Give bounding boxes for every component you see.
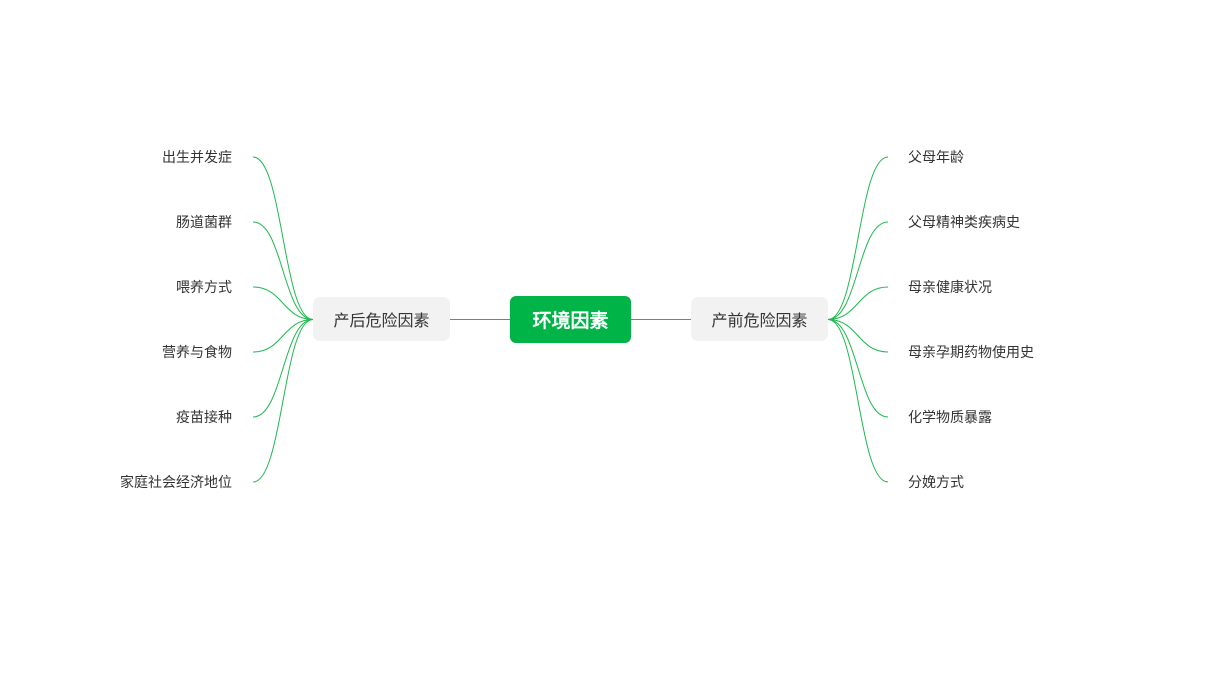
- left-leaf-node[interactable]: 疫苗接种: [176, 409, 232, 425]
- left-leaf-edge: [252, 156, 314, 320]
- root-label: 环境因素: [532, 311, 609, 332]
- right-leaf-node[interactable]: 母亲健康状况: [908, 279, 992, 295]
- left-leaf-node[interactable]: 肠道菌群: [176, 214, 232, 230]
- left-branch-label: 产后危险因素: [333, 313, 430, 330]
- root-node[interactable]: 环境因素: [510, 296, 631, 343]
- left-leaf-edge: [252, 319, 314, 483]
- right-leaf-edge: [827, 156, 889, 320]
- left-leaf-edge: [252, 286, 314, 320]
- left-leaf-node[interactable]: 家庭社会经济地位: [120, 474, 232, 490]
- right-leaf-edge: [827, 286, 889, 320]
- right-leaf-node[interactable]: 父母年龄: [908, 149, 964, 165]
- left-leaf-edge: [252, 319, 314, 418]
- left-leaf-node[interactable]: 出生并发症: [162, 149, 232, 165]
- right-leaf-node[interactable]: 化学物质暴露: [908, 409, 992, 425]
- right-branch-label: 产前危险因素: [711, 313, 808, 330]
- right-leaf-edge: [827, 319, 889, 353]
- left-leaf-edge: [252, 319, 314, 353]
- left-leaf-node[interactable]: 营养与食物: [162, 344, 232, 360]
- right-leaf-edge: [827, 221, 889, 320]
- right-leaf-edge: [827, 319, 889, 418]
- right-branch-node[interactable]: 产前危险因素: [691, 297, 828, 341]
- right-leaf-node[interactable]: 父母精神类疾病史: [908, 214, 1020, 230]
- left-leaf-node[interactable]: 喂养方式: [176, 279, 232, 295]
- left-leaf-edge: [252, 221, 314, 320]
- left-branch-node[interactable]: 产后危险因素: [313, 297, 450, 341]
- right-leaf-node[interactable]: 分娩方式: [908, 474, 964, 490]
- right-leaf-node[interactable]: 母亲孕期药物使用史: [908, 344, 1034, 360]
- right-leaf-edge: [827, 319, 889, 483]
